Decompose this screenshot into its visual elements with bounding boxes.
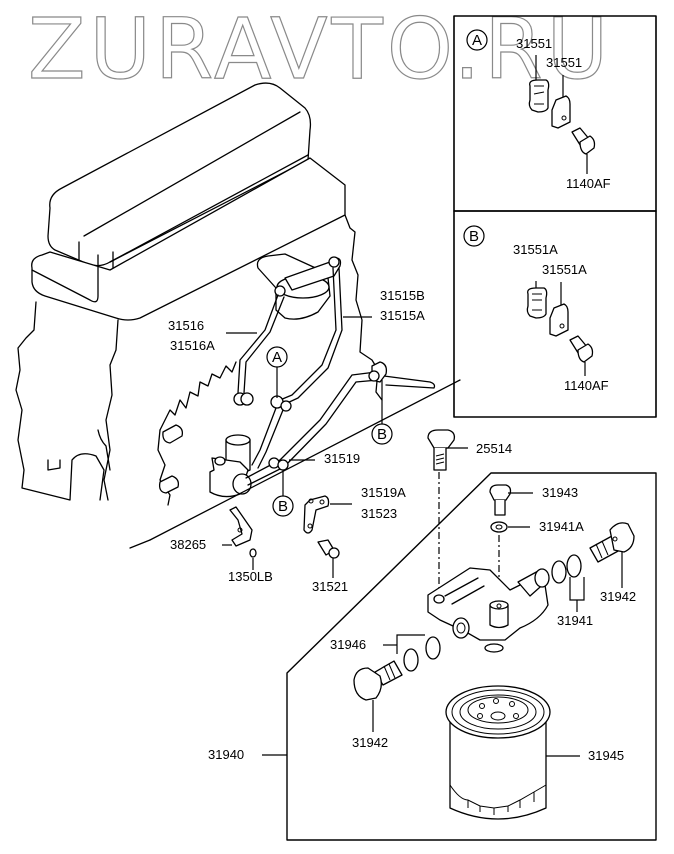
detail-a-callout: A xyxy=(472,32,482,49)
engine-block xyxy=(15,82,461,549)
label-1140AF-b: 1140AF xyxy=(564,378,609,393)
label-1140AF-a: 1140AF xyxy=(566,176,611,191)
filter-head xyxy=(427,567,550,653)
label-31551-a1: 31551 xyxy=(516,36,552,51)
oring-31941-a xyxy=(551,560,567,584)
callout-letter: B xyxy=(377,426,387,443)
bolt-31943 xyxy=(489,484,512,516)
label-31523: 31523 xyxy=(361,506,397,521)
label-25514: 25514 xyxy=(476,441,512,456)
label-31941A: 31941A xyxy=(539,519,584,534)
label-31521: 31521 xyxy=(312,579,348,594)
bracket-31523 xyxy=(303,495,330,534)
assembly-frame-31940 xyxy=(286,472,657,841)
label-1350LB: 1350LB xyxy=(228,569,273,584)
oring-31941-b xyxy=(566,554,582,578)
label-31551A-b2: 31551A xyxy=(542,262,587,277)
callout-b-pump: B xyxy=(272,470,294,517)
label-31945: 31945 xyxy=(588,748,624,763)
filter-cartridge-31945 xyxy=(445,685,551,820)
detail-view-b: B 31551A 31551A 1140AF xyxy=(453,210,657,418)
bolt-25514 xyxy=(427,429,456,471)
label-31941: 31941 xyxy=(557,613,593,628)
label-31551-a2: 31551 xyxy=(546,55,582,70)
label-31515A: 31515A xyxy=(380,308,425,323)
label-31942-left: 31942 xyxy=(352,735,388,750)
label-31516A: 31516A xyxy=(170,338,215,353)
banjo-bolt-31942-right xyxy=(589,522,635,563)
detail-view-a: A 31551 31551 1140AF xyxy=(453,15,657,212)
label-31551A-b1: 31551A xyxy=(513,242,558,257)
bolt-31521 xyxy=(317,539,340,559)
callout-letter: A xyxy=(272,349,282,366)
oring-31946-b xyxy=(425,636,441,660)
washer-31941A xyxy=(490,521,508,533)
label-31940: 31940 xyxy=(208,747,244,762)
oring-31946-a xyxy=(403,648,419,672)
label-31942-right: 31942 xyxy=(600,589,636,604)
label-31516: 31516 xyxy=(168,318,204,333)
detail-b-callout: B xyxy=(469,228,479,245)
callout-b-pipe: B xyxy=(371,380,393,445)
label-31946: 31946 xyxy=(330,637,366,652)
label-38265: 38265 xyxy=(170,537,206,552)
bracket-38265 xyxy=(229,506,257,558)
label-31519: 31519 xyxy=(324,451,360,466)
label-31943: 31943 xyxy=(542,485,578,500)
banjo-bolt-31942-left xyxy=(353,660,403,701)
label-31519A: 31519A xyxy=(361,485,406,500)
callout-a-engine: A xyxy=(266,346,288,398)
label-31515B: 31515B xyxy=(380,288,425,303)
callout-letter: B xyxy=(278,498,288,515)
